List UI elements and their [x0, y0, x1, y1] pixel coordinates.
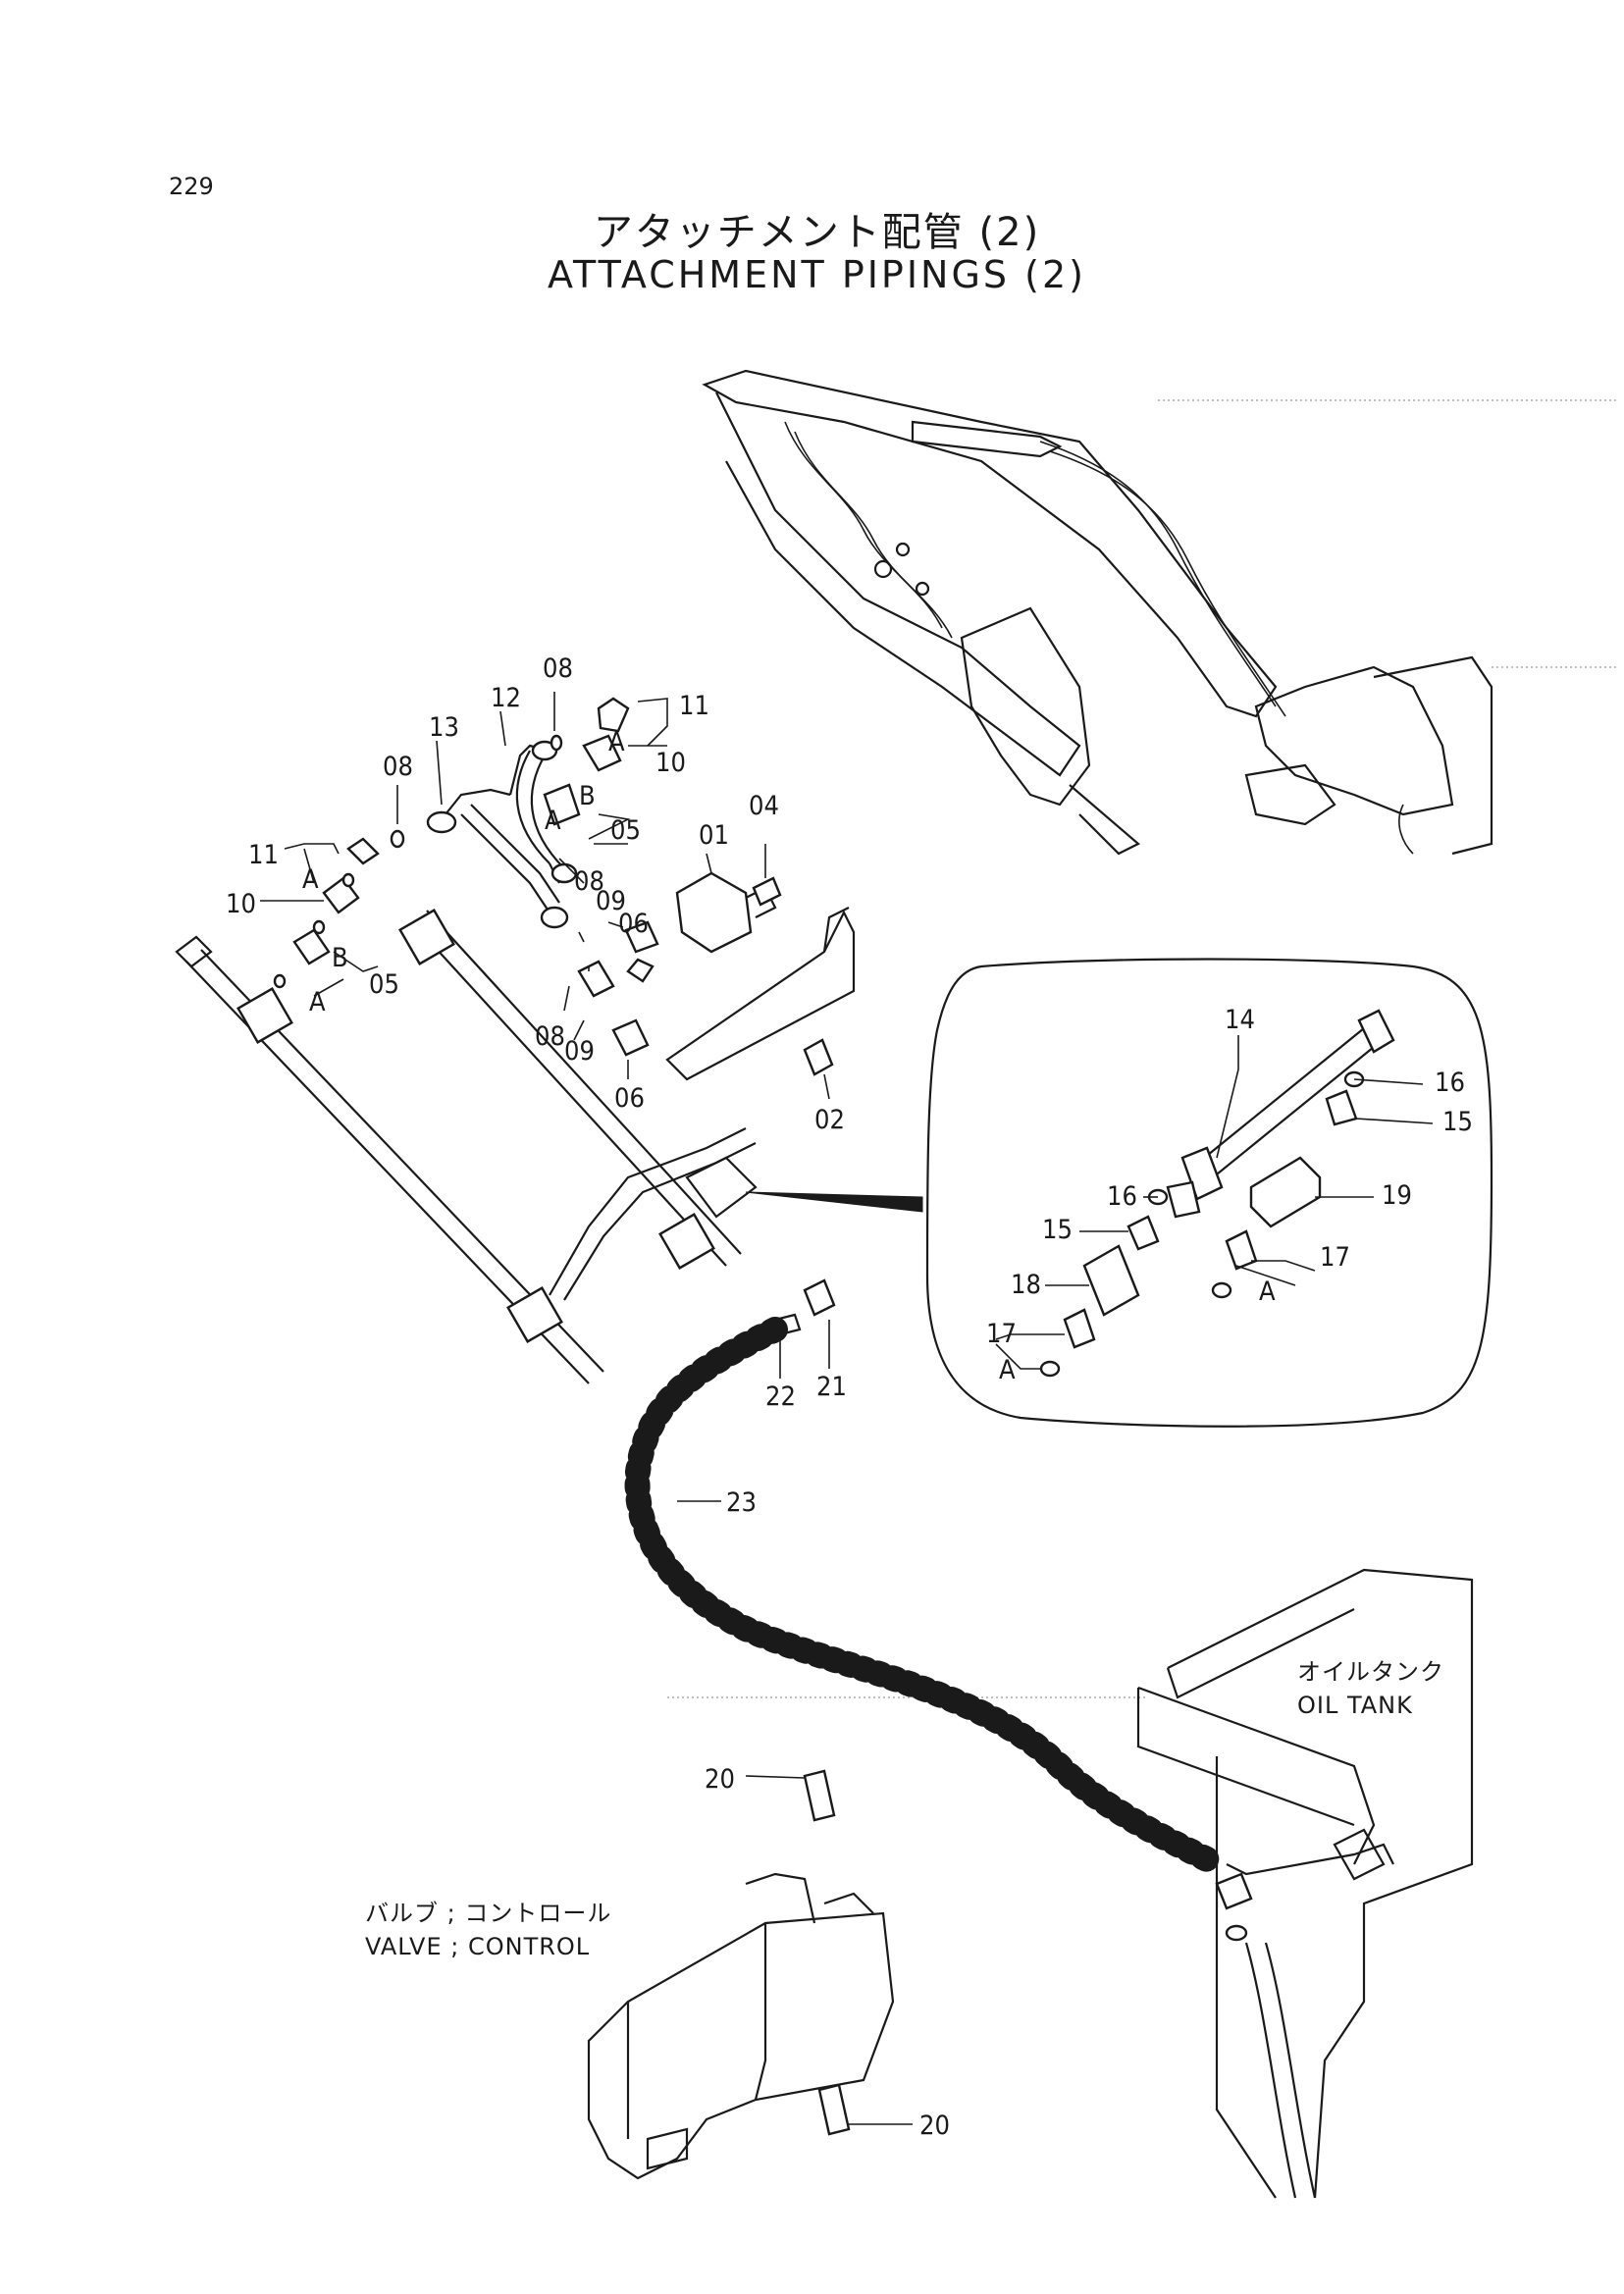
callout-16: 16 — [1435, 1068, 1465, 1098]
callout-10: 10 — [226, 889, 256, 919]
callout-16: 16 — [1107, 1181, 1137, 1212]
boom-arm-illustration — [702, 369, 1493, 856]
callout-15: 15 — [1042, 1215, 1073, 1245]
title-japanese: アタッチメント配管 (2) — [593, 210, 1041, 255]
boom-rod-assembly — [175, 909, 836, 1384]
callout-19: 19 — [1382, 1180, 1412, 1211]
control-valve — [587, 1769, 895, 2180]
callout-17: 17 — [986, 1319, 1017, 1349]
callout-17: 17 — [1320, 1242, 1350, 1273]
callout-06: 06 — [614, 1083, 645, 1114]
callout-A: A — [1259, 1277, 1276, 1307]
oil-tank-label-en: OIL TANK — [1297, 1692, 1413, 1719]
callout-18: 18 — [1011, 1270, 1041, 1300]
hose-23 — [624, 1317, 1220, 1872]
valve-label-jp: バルブ ; コントロール — [365, 1900, 611, 1927]
callout-A: A — [999, 1355, 1016, 1385]
callout-08: 08 — [383, 752, 413, 782]
callout-06: 06 — [618, 909, 649, 939]
callout-21: 21 — [816, 1372, 847, 1402]
callout-A: A — [302, 864, 319, 895]
callout-14: 14 — [1225, 1005, 1255, 1035]
callout-09: 09 — [564, 1036, 595, 1067]
callout-05: 05 — [369, 969, 399, 1000]
callout-B: B — [332, 943, 348, 973]
title-english: ATTACHMENT PIPINGS (2) — [548, 253, 1086, 296]
page-number: 229 — [169, 173, 214, 200]
callout-23: 23 — [726, 1487, 757, 1518]
callout-labels: 08 12 13 11 A 10 B A 05 08 01 04 11 A 10… — [226, 653, 1473, 2141]
oil-tank-label-jp: オイルタンク — [1297, 1658, 1444, 1686]
callout-A: A — [545, 806, 561, 836]
callout-12: 12 — [491, 683, 521, 713]
callout-08: 08 — [543, 653, 573, 684]
oil-tank — [1136, 1568, 1474, 2199]
callout-10: 10 — [655, 748, 686, 778]
callout-A: A — [608, 727, 625, 757]
callout-08: 08 — [574, 866, 604, 897]
callout-22: 22 — [765, 1382, 796, 1412]
callout-01: 01 — [699, 820, 729, 851]
callout-04: 04 — [749, 791, 779, 821]
callout-20: 20 — [705, 1764, 735, 1795]
callout-15: 15 — [1442, 1107, 1473, 1137]
callout-20: 20 — [919, 2111, 950, 2141]
callout-11: 11 — [248, 840, 279, 870]
callout-B: B — [579, 781, 596, 811]
callout-A: A — [309, 987, 326, 1017]
callout-13: 13 — [429, 712, 459, 743]
component-labels: オイルタンク OIL TANK バルブ ; コントロール VALVE ; CON… — [365, 1658, 1444, 1960]
valve-label-en: VALVE ; CONTROL — [365, 1933, 590, 1960]
callout-09: 09 — [596, 886, 626, 916]
callout-02: 02 — [814, 1105, 845, 1135]
callout-11: 11 — [679, 691, 709, 721]
callout-08: 08 — [535, 1021, 565, 1052]
leader-lines — [260, 692, 1434, 2125]
callout-05: 05 — [610, 815, 641, 846]
exploded-parts — [273, 697, 856, 1081]
